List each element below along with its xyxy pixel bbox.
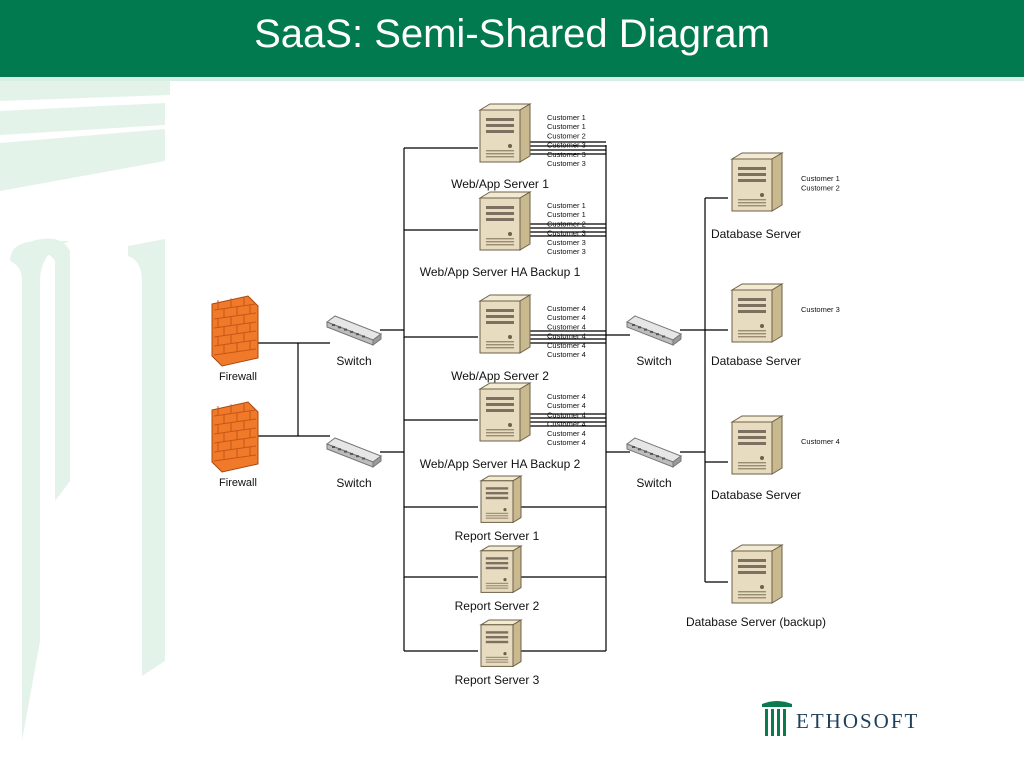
customer-tag: Customer 3 xyxy=(801,305,840,314)
customer-tag: Customer 4 xyxy=(547,341,586,350)
firewall-label: Firewall xyxy=(219,371,257,383)
column-backdrop-graphic xyxy=(0,81,170,741)
customer-tag: Customer 1 xyxy=(547,210,586,219)
customer-tag: Customer 4 xyxy=(547,322,586,331)
customer-tag: Customer 4 xyxy=(547,438,586,447)
title-bar: SaaS: Semi-Shared Diagram xyxy=(0,0,1024,77)
customer-tag: Customer 4 xyxy=(547,313,586,322)
database-server-label: Database Server (backup) xyxy=(686,615,826,629)
customer-tag: Customer 1 xyxy=(547,122,586,131)
server-label: Report Server 3 xyxy=(455,673,540,687)
customer-tag: Customer 3 xyxy=(547,159,586,168)
switch-label: Switch xyxy=(636,476,671,490)
customer-tag: Customer 3 xyxy=(547,238,586,247)
customer-tag: Customer 4 xyxy=(547,304,586,313)
customer-tag: Customer 4 xyxy=(547,350,586,359)
switch-label: Switch xyxy=(336,476,371,490)
server-icon xyxy=(478,382,532,442)
firewall-label: Firewall xyxy=(219,477,257,489)
server-label: Report Server 2 xyxy=(455,599,540,613)
title-divider xyxy=(0,77,1024,81)
customer-tag: Customer 4 xyxy=(547,392,586,401)
customer-tag: Customer 1 xyxy=(801,174,840,183)
database-server-icon xyxy=(730,152,784,212)
firewall-icon xyxy=(211,295,259,367)
server-label: Web/App Server 2 xyxy=(451,369,549,383)
customer-tag: Customer 4 xyxy=(547,401,586,410)
firewall-icon xyxy=(211,401,259,473)
customer-tag: Customer 1 xyxy=(547,113,586,122)
switch-label: Switch xyxy=(636,354,671,368)
switch-icon xyxy=(325,315,383,346)
customer-tag: Customer 4 xyxy=(547,420,586,429)
customer-tag: Customer 4 xyxy=(547,429,586,438)
switch-icon xyxy=(325,437,383,468)
customer-tag: Customer 4 xyxy=(547,332,586,341)
customer-tag: Customer 3 xyxy=(547,229,586,238)
server-icon xyxy=(478,103,532,163)
customer-tag: Customer 1 xyxy=(547,201,586,210)
server-icon xyxy=(479,545,523,594)
server-icon xyxy=(479,619,523,668)
brand-logo-text: ETHOSOFT xyxy=(796,709,920,733)
switch-icon xyxy=(625,437,683,468)
database-server-icon xyxy=(730,544,784,604)
customer-tag: Customer 2 xyxy=(547,131,586,140)
server-label: Report Server 1 xyxy=(455,529,540,543)
customer-tag: Customer 2 xyxy=(547,219,586,228)
columns-logo-icon xyxy=(762,701,792,736)
server-label: Web/App Server 1 xyxy=(451,177,549,191)
customer-tag: Customer 4 xyxy=(801,437,840,446)
server-icon xyxy=(478,294,532,354)
customer-tag: Customer 3 xyxy=(547,247,586,256)
server-icon xyxy=(479,475,523,524)
customer-tag: Customer 2 xyxy=(801,184,840,193)
customer-tag: Customer 4 xyxy=(547,410,586,419)
database-server-label: Database Server xyxy=(711,488,801,502)
server-label: Web/App Server HA Backup 2 xyxy=(420,457,581,471)
server-icon xyxy=(478,191,532,251)
server-label: Web/App Server HA Backup 1 xyxy=(420,265,581,279)
customer-tag: Customer 3 xyxy=(547,150,586,159)
switch-icon xyxy=(625,315,683,346)
database-server-icon xyxy=(730,283,784,343)
database-server-label: Database Server xyxy=(711,354,801,368)
customer-tag: Customer 3 xyxy=(547,141,586,150)
slide-title: SaaS: Semi-Shared Diagram xyxy=(254,12,770,56)
database-server-label: Database Server xyxy=(711,227,801,241)
database-server-icon xyxy=(730,415,784,475)
switch-label: Switch xyxy=(336,354,371,368)
